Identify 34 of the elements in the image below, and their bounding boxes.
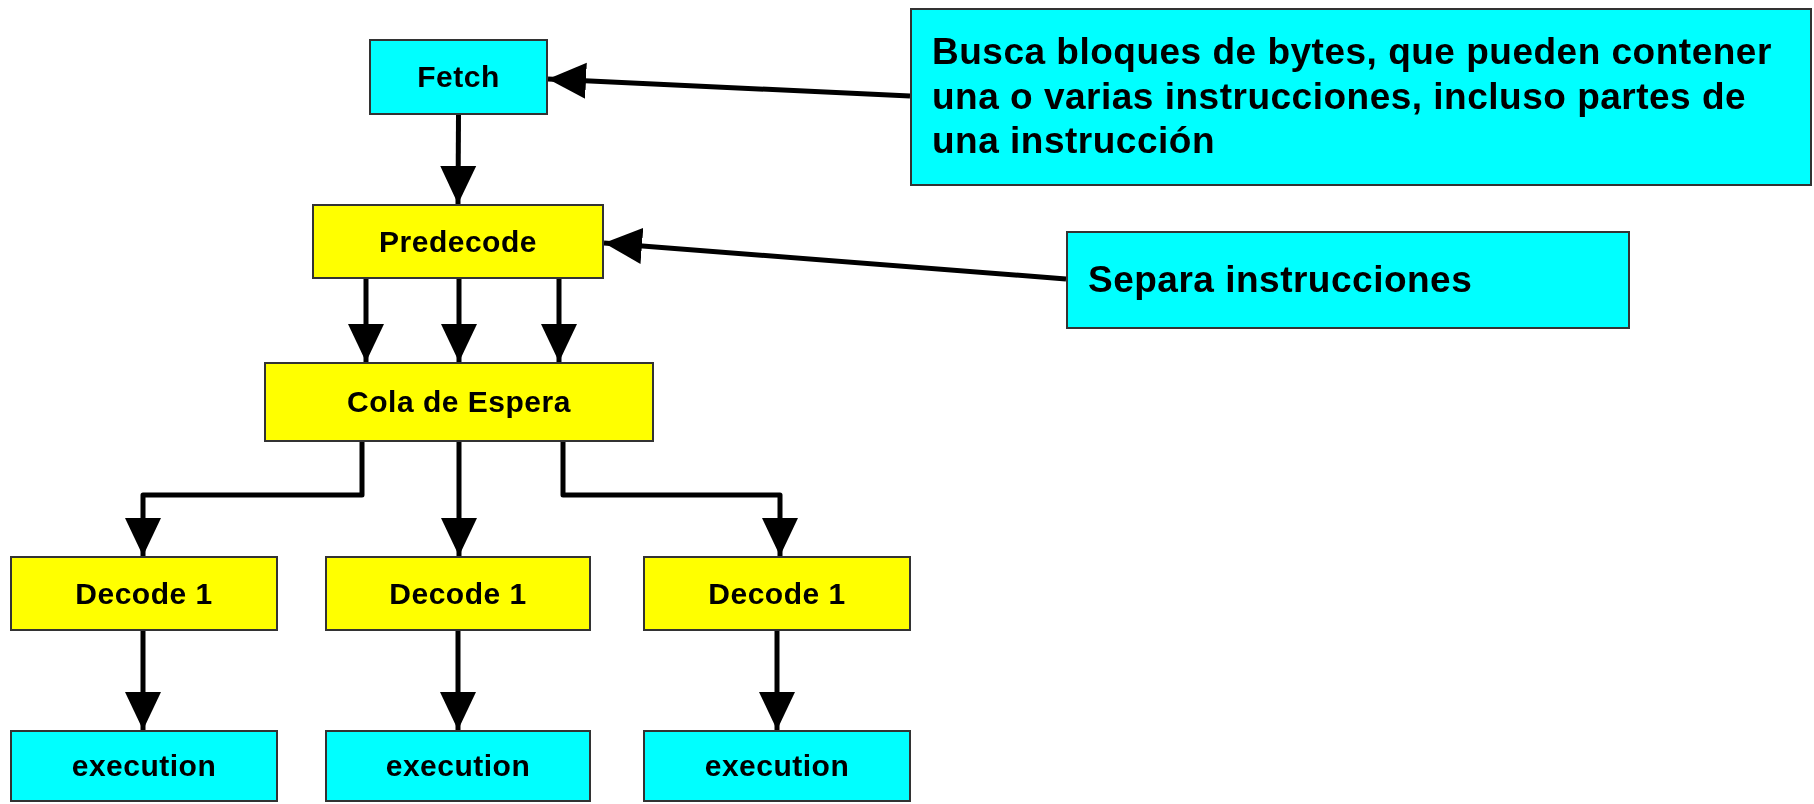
box-label: Predecode [379,223,537,260]
box-label: execution [704,748,850,784]
process-box [643,556,911,631]
arrow [560,442,798,556]
box-label: Decode 1 [389,575,527,612]
arrow [348,279,384,362]
arrow [125,442,365,556]
note-box [1066,231,1630,329]
process-box [643,730,911,802]
process-box [10,730,278,802]
arrow [440,115,477,204]
arrow [547,62,911,99]
box-label: Decode 1 [75,575,213,612]
process-box [312,204,604,279]
arrow [541,279,577,362]
box-label: execution [385,748,531,784]
process-box [264,362,654,442]
arrow [603,228,1067,282]
box-label: Decode 1 [708,575,846,612]
process-box [10,556,278,631]
note-text: Separa instrucciones [1088,257,1473,302]
process-box [325,730,591,802]
note-text: Busca bloques de bytes, que pueden contener una o varias instrucciones, incluso partes de una instrucción [932,30,1773,164]
box-label: Cola de Espera [347,384,571,420]
arrow [441,442,477,556]
note-box [910,8,1812,186]
arrow [125,631,161,730]
process-box [369,39,548,115]
process-box [325,556,591,631]
box-label: Fetch [417,59,500,95]
arrow [759,631,795,730]
arrow [440,631,476,730]
box-label: execution [71,748,217,784]
arrow [441,279,477,362]
